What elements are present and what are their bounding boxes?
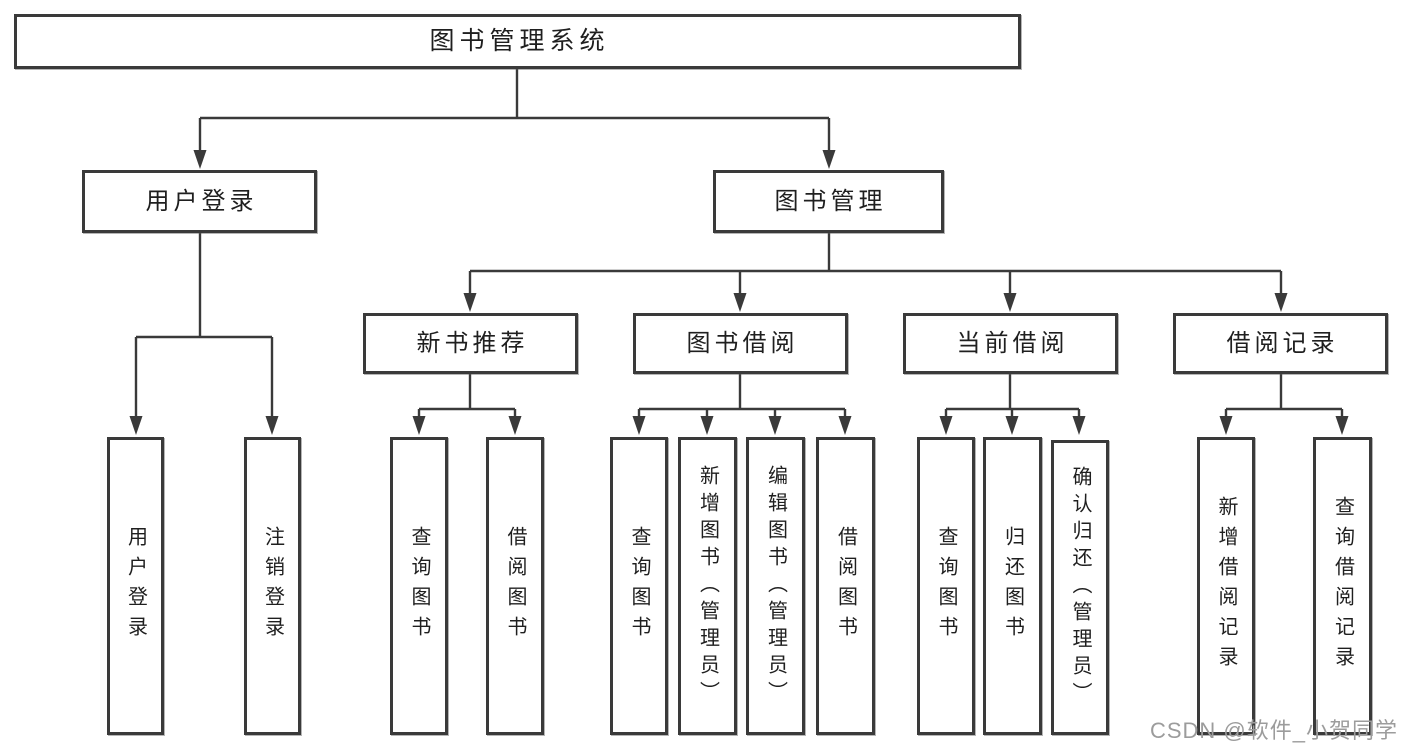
node-leaf-query-borrow-record-label: 查询借阅记录: [1331, 496, 1354, 676]
node-leaf-borrow-books-recommend: 借阅图书: [486, 437, 544, 735]
connector-user-login: [134, 233, 274, 418]
node-leaf-add-book-admin: 新增图书（管理员）: [678, 437, 737, 735]
node-leaf-logout-label: 注销登录: [261, 526, 284, 646]
node-leaf-logout: 注销登录: [244, 437, 301, 735]
node-book-borrow-label: 图书借阅: [686, 329, 799, 357]
node-root-label: 图书管理系统: [429, 27, 610, 55]
node-leaf-query-books-recommend: 查询图书: [390, 437, 448, 735]
connector-borrow-records: [1224, 374, 1344, 419]
connector-new-book-recommend: [417, 374, 517, 419]
node-book-management-label: 图书管理: [774, 187, 887, 215]
node-leaf-query-books-current: 查询图书: [917, 437, 975, 735]
node-new-book-recommend: 新书推荐: [363, 313, 578, 374]
connector-root: [198, 69, 831, 152]
node-root: 图书管理系统: [14, 14, 1021, 69]
arrowhead-icons: [129, 150, 1349, 435]
csdn-watermark: CSDN @软件_小贺同学: [1149, 718, 1398, 743]
node-user-login-label: 用户登录: [145, 187, 258, 215]
connector-book-management: [468, 233, 1283, 295]
node-leaf-query-books-recommend-label: 查询图书: [408, 526, 430, 646]
connector-current-borrow: [944, 374, 1081, 419]
node-leaf-return-books-label: 归还图书: [1001, 526, 1024, 646]
node-leaf-borrow-books-recommend-label: 借阅图书: [504, 526, 526, 646]
node-leaf-user-login-label: 用户登录: [124, 526, 147, 646]
node-leaf-user-login: 用户登录: [107, 437, 164, 735]
node-leaf-borrow-books: 借阅图书: [816, 437, 875, 735]
node-leaf-add-borrow-record-label: 新增借阅记录: [1215, 496, 1237, 676]
node-current-borrow-label: 当前借阅: [956, 329, 1069, 357]
node-borrow-records-label: 借阅记录: [1226, 329, 1339, 357]
node-new-book-recommend-label: 新书推荐: [416, 329, 529, 357]
node-user-login: 用户登录: [82, 170, 317, 233]
node-leaf-query-books-borrow: 查询图书: [610, 437, 668, 735]
node-leaf-confirm-return-admin-label: 确认归还（管理员）: [1069, 466, 1091, 709]
node-book-management: 图书管理: [713, 170, 944, 233]
node-leaf-add-book-admin-label: 新增图书（管理员）: [696, 464, 719, 708]
node-leaf-query-books-borrow-label: 查询图书: [628, 526, 650, 646]
node-borrow-records: 借阅记录: [1173, 313, 1388, 374]
node-leaf-add-borrow-record: 新增借阅记录: [1197, 437, 1255, 735]
node-book-borrow: 图书借阅: [633, 313, 848, 374]
node-leaf-borrow-books-label: 借阅图书: [834, 526, 857, 646]
node-leaf-confirm-return-admin: 确认归还（管理员）: [1051, 440, 1109, 735]
node-leaf-return-books: 归还图书: [983, 437, 1042, 735]
connector-book-borrow: [637, 374, 847, 419]
node-leaf-query-books-current-label: 查询图书: [935, 526, 957, 646]
node-leaf-edit-book-admin-label: 编辑图书（管理员）: [764, 464, 787, 708]
node-current-borrow: 当前借阅: [903, 313, 1118, 374]
node-leaf-query-borrow-record: 查询借阅记录: [1313, 437, 1372, 735]
node-leaf-edit-book-admin: 编辑图书（管理员）: [746, 437, 805, 735]
